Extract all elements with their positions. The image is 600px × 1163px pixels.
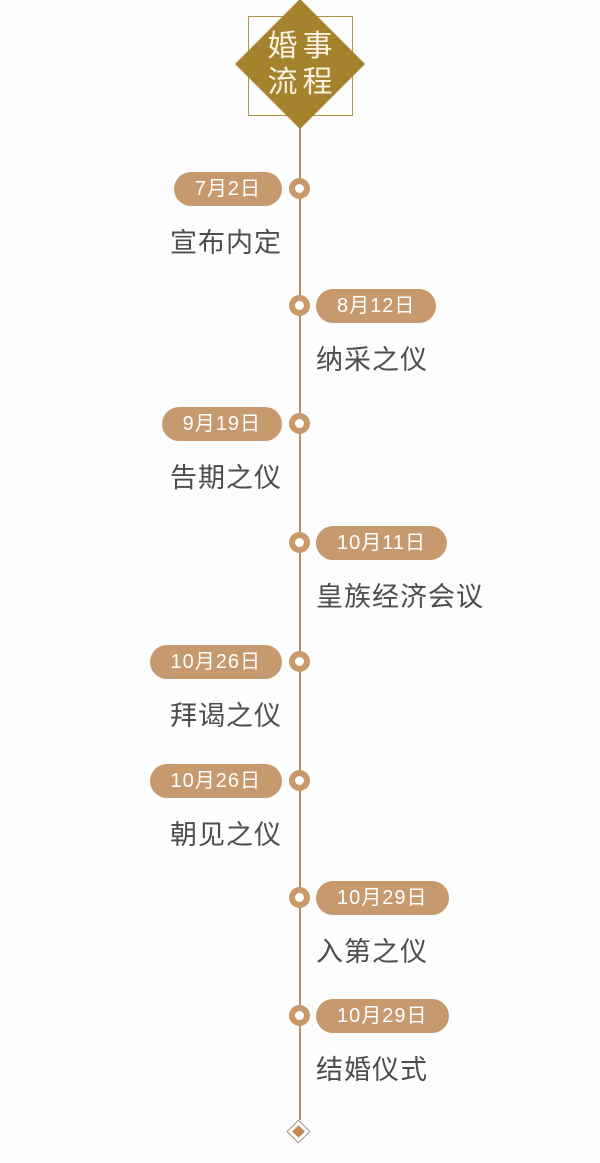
timeline-entry: 10月26日 拜谒之仪 [149,645,282,733]
timeline-dot [289,532,310,553]
timeline-dot [289,770,310,791]
event-label: 拜谒之仪 [170,701,282,731]
timeline-dot [289,887,310,908]
end-ornament-diamond [286,1119,311,1144]
timeline-dot [289,651,310,672]
page-title-line1: 婚事 [267,30,338,63]
page-title: 婚事 流程 [230,29,370,101]
event-label: 朝见之仪 [170,820,282,850]
event-label: 皇族经济会议 [316,582,484,612]
date-badge: 7月2日 [173,172,282,206]
date-badge: 10月29日 [316,999,449,1033]
timeline-dot [289,178,310,199]
event-label: 入第之仪 [316,937,428,967]
timeline-entry: 10月29日 结婚仪式 [316,999,449,1087]
event-label: 结婚仪式 [316,1055,428,1085]
timeline-line [299,128,301,1120]
timeline-entry: 10月26日 朝见之仪 [149,764,282,852]
date-badge: 10月29日 [316,881,449,915]
timeline-entry: 9月19日 告期之仪 [161,407,282,495]
timeline-dot [289,1005,310,1026]
timeline-entry: 7月2日 宣布内定 [170,172,282,260]
end-ornament-inner-diamond [292,1125,305,1138]
date-badge: 10月26日 [149,645,282,679]
timeline-dot [289,413,310,434]
timeline-entry: 8月12日 纳采之仪 [316,289,437,377]
event-label: 宣布内定 [170,228,282,258]
timeline-entry: 10月29日 入第之仪 [316,881,449,969]
date-badge: 10月26日 [149,764,282,798]
date-badge: 8月12日 [316,289,437,323]
date-badge: 9月19日 [161,407,282,441]
event-label: 纳采之仪 [316,345,428,375]
date-badge: 10月11日 [316,526,448,560]
timeline-entry: 10月11日 皇族经济会议 [316,526,484,614]
event-label: 告期之仪 [170,463,282,493]
page-title-line2: 流程 [267,66,338,99]
timeline-dot [289,295,310,316]
